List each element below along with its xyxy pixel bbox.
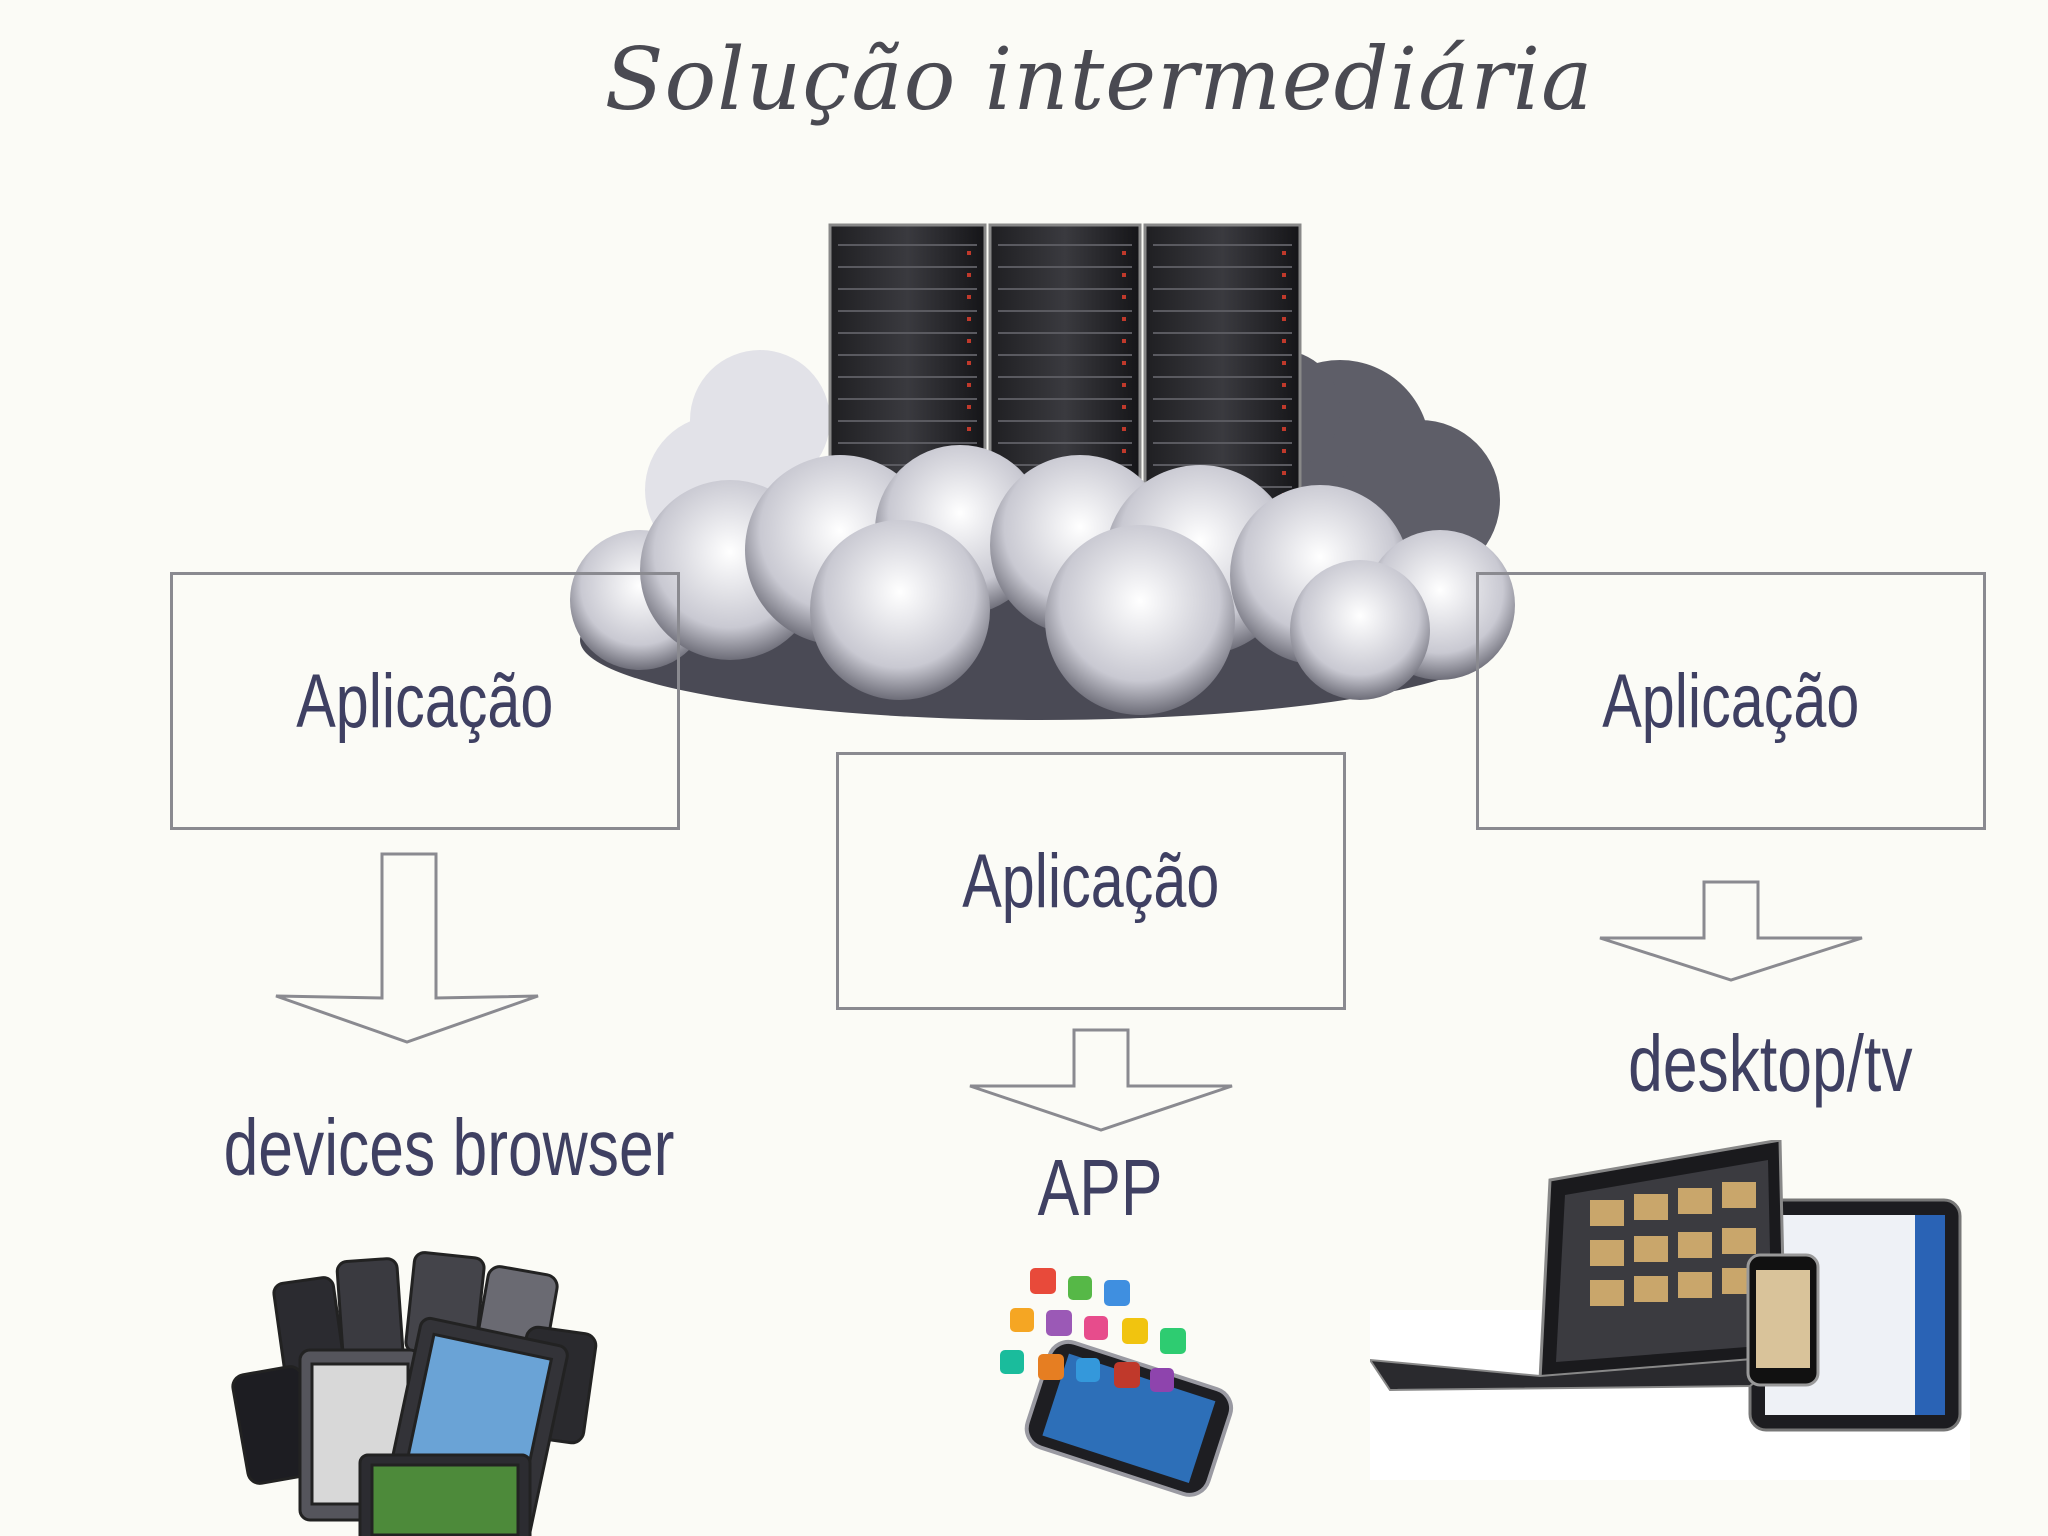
diagram-title: Solução intermediária bbox=[604, 30, 1594, 130]
application-box-right: Aplicação bbox=[1476, 572, 1986, 830]
application-box-center: Aplicação bbox=[836, 752, 1346, 1010]
application-box-left-label: Aplicação bbox=[296, 658, 554, 744]
desktop-devices-icon bbox=[1370, 1140, 1970, 1480]
mobile-devices-icon bbox=[231, 1251, 598, 1536]
arrow-down-left-icon bbox=[275, 852, 539, 1044]
application-box-center-label: Aplicação bbox=[962, 838, 1220, 924]
application-box-right-label: Aplicação bbox=[1602, 658, 1860, 744]
arrow-down-right-icon bbox=[1599, 880, 1863, 982]
app-smartphone-icon bbox=[1000, 1268, 1234, 1497]
application-box-left: Aplicação bbox=[170, 572, 680, 830]
server-cloud-icon bbox=[570, 223, 1515, 720]
target-label-center: APP bbox=[1037, 1143, 1163, 1232]
target-label-left: devices browser bbox=[223, 1103, 675, 1192]
target-label-right: desktop/tv bbox=[1627, 1019, 1913, 1108]
arrow-down-center-icon bbox=[969, 1028, 1233, 1132]
